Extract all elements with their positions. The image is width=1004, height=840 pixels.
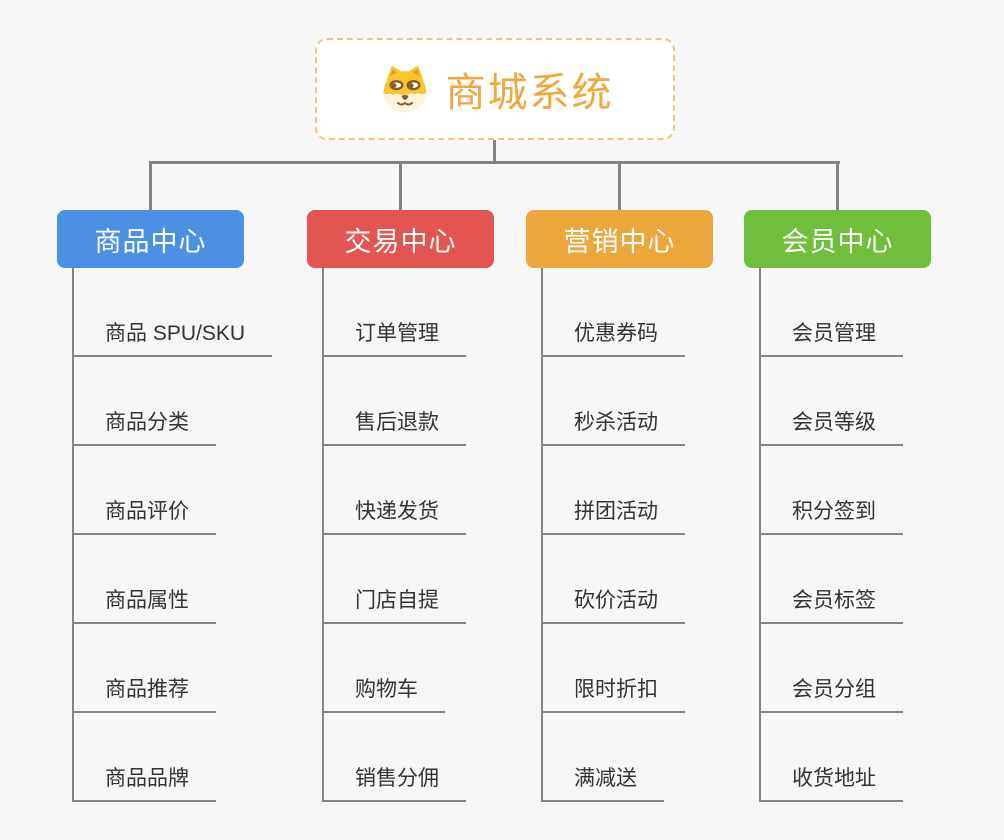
leaf-node[interactable]: 会员分组 — [761, 624, 903, 713]
leaf-label: 满减送 — [543, 762, 664, 802]
leaf-label: 商品属性 — [74, 584, 216, 624]
leaf-node[interactable]: 满减送 — [543, 713, 685, 802]
branch-children-trade: 订单管理 售后退款 快递发货 门店自提 购物车 销售分佣 — [322, 268, 466, 802]
leaf-node[interactable]: 商品分类 — [74, 357, 272, 446]
branch-children-product: 商品 SPU/SKU 商品分类 商品评价 商品属性 商品推荐 商品品牌 — [72, 268, 273, 802]
leaf-label: 售后退款 — [324, 406, 466, 446]
leaf-label: 优惠券码 — [543, 317, 685, 357]
leaf-label: 会员等级 — [761, 406, 903, 446]
leaf-node[interactable]: 会员标签 — [761, 535, 903, 624]
branch-label: 营销中心 — [563, 226, 676, 257]
leaf-label: 订单管理 — [324, 317, 466, 357]
leaf-node[interactable]: 门店自提 — [324, 535, 466, 624]
branch-product-center[interactable]: 商品中心 — [57, 210, 244, 268]
root-node[interactable]: 商城系统 — [315, 38, 675, 140]
leaf-node[interactable]: 优惠券码 — [543, 268, 685, 357]
branch-children-marketing: 优惠券码 秒杀活动 拼团活动 砍价活动 限时折扣 满减送 — [541, 268, 685, 802]
branch-marketing-center[interactable]: 营销中心 — [526, 210, 713, 268]
leaf-node[interactable]: 购物车 — [324, 624, 466, 713]
leaf-label: 会员标签 — [761, 584, 903, 624]
leaf-label: 秒杀活动 — [543, 406, 685, 446]
leaf-label: 商品分类 — [74, 406, 216, 446]
branch-children-member: 会员管理 会员等级 积分签到 会员标签 会员分组 收货地址 — [759, 268, 903, 802]
connector-bus — [149, 161, 840, 164]
leaf-label: 会员管理 — [761, 317, 903, 357]
leaf-label: 拼团活动 — [543, 495, 685, 535]
leaf-label: 收货地址 — [761, 762, 903, 802]
branch-label: 交易中心 — [344, 226, 457, 257]
leaf-label: 积分签到 — [761, 495, 903, 535]
dog-face-icon — [382, 65, 427, 113]
leaf-label: 门店自提 — [324, 584, 466, 624]
branch-trade-center[interactable]: 交易中心 — [307, 210, 494, 268]
leaf-node[interactable]: 秒杀活动 — [543, 357, 685, 446]
leaf-node[interactable]: 售后退款 — [324, 357, 466, 446]
leaf-node[interactable]: 商品推荐 — [74, 624, 272, 713]
leaf-label: 商品评价 — [74, 495, 216, 535]
branch-member-center[interactable]: 会员中心 — [744, 210, 931, 268]
leaf-node[interactable]: 商品 SPU/SKU — [74, 268, 273, 357]
root-title: 商城系统 — [445, 71, 614, 115]
branch-label: 会员中心 — [781, 226, 894, 257]
leaf-label: 销售分佣 — [324, 762, 466, 802]
leaf-node[interactable]: 拼团活动 — [543, 446, 685, 535]
leaf-node[interactable]: 商品评价 — [74, 446, 272, 535]
leaf-node[interactable]: 商品属性 — [74, 535, 272, 624]
leaf-label: 商品推荐 — [74, 673, 216, 713]
leaf-node[interactable]: 销售分佣 — [324, 713, 466, 802]
leaf-label: 会员分组 — [761, 673, 903, 713]
leaf-label: 砍价活动 — [543, 584, 685, 624]
leaf-node[interactable]: 砍价活动 — [543, 535, 685, 624]
leaf-node[interactable]: 快递发货 — [324, 446, 466, 535]
connector-drop — [836, 161, 839, 212]
connector-drop — [618, 161, 621, 212]
leaf-node[interactable]: 限时折扣 — [543, 624, 685, 713]
leaf-node[interactable]: 积分签到 — [761, 446, 903, 535]
leaf-label: 快递发货 — [324, 495, 466, 535]
connector-drop — [399, 161, 402, 212]
leaf-label: 商品品牌 — [74, 762, 216, 802]
leaf-label: 限时折扣 — [543, 673, 685, 713]
connector-drop — [149, 161, 152, 212]
branch-label: 商品中心 — [94, 226, 207, 257]
leaf-node[interactable]: 会员管理 — [761, 268, 903, 357]
leaf-label: 购物车 — [324, 673, 445, 713]
leaf-node[interactable]: 会员等级 — [761, 357, 903, 446]
connector-root-drop — [493, 138, 496, 164]
leaf-node[interactable]: 商品品牌 — [74, 713, 272, 802]
leaf-node[interactable]: 收货地址 — [761, 713, 903, 802]
leaf-node[interactable]: 订单管理 — [324, 268, 466, 357]
leaf-label: 商品 SPU/SKU — [74, 317, 273, 357]
